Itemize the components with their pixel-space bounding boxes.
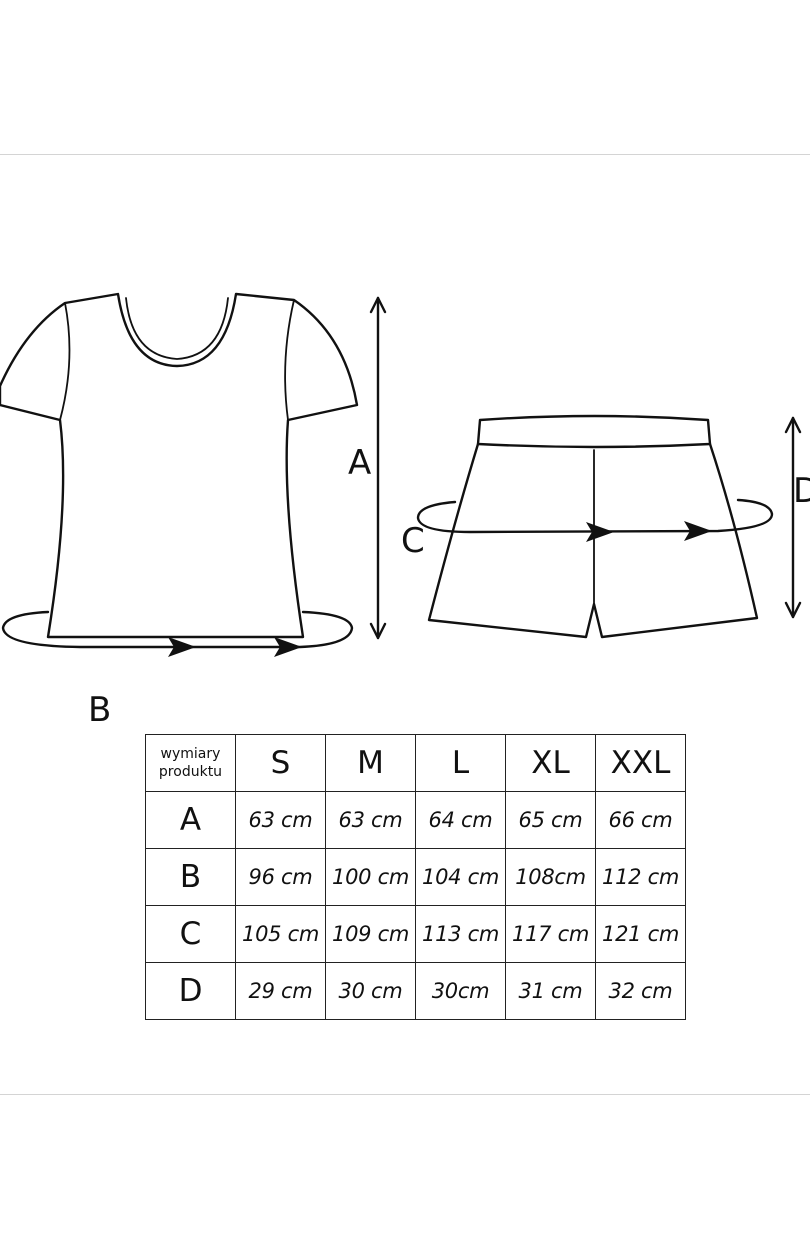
- d-measure-arrow: [784, 416, 802, 619]
- table-cell: 65 cm: [505, 791, 596, 849]
- arrowhead-icon: [684, 521, 712, 541]
- table-row: A 63 cm 63 cm 64 cm 65 cm 66 cm: [145, 791, 686, 849]
- hem-measure-loop: [1, 610, 354, 649]
- table-row: C 105 cm 109 cm 113 cm 117 cm 121 cm: [145, 905, 686, 963]
- corner-line-1: wymiary: [160, 746, 221, 762]
- arrowheads: [168, 521, 712, 657]
- table-cell: 121 cm: [595, 905, 686, 963]
- table-cell: 63 cm: [235, 791, 326, 849]
- table-cell: 63 cm: [325, 791, 416, 849]
- table-cell: 31 cm: [505, 962, 596, 1020]
- top-divider: [0, 154, 810, 155]
- label-a: A: [348, 443, 372, 483]
- table-row: B 96 cm 100 cm 104 cm 108cm 112 cm: [145, 848, 686, 906]
- table-cell: 117 cm: [505, 905, 596, 963]
- tshirt-outline-icon: [0, 292, 359, 639]
- arrowhead-icon: [168, 637, 196, 657]
- table-cell: 108cm: [505, 848, 596, 906]
- size-header: S: [235, 734, 326, 792]
- label-c: C: [401, 521, 425, 561]
- table-cell: 100 cm: [325, 848, 416, 906]
- table-cell: 32 cm: [595, 962, 686, 1020]
- label-b: B: [88, 690, 112, 730]
- table-cell: 104 cm: [415, 848, 506, 906]
- row-label: D: [145, 962, 236, 1020]
- table-cell: 64 cm: [415, 791, 506, 849]
- table-cell: 112 cm: [595, 848, 686, 906]
- table-cell: 109 cm: [325, 905, 416, 963]
- size-header: XL: [505, 734, 596, 792]
- table-row: D 29 cm 30 cm 30cm 31 cm 32 cm: [145, 962, 686, 1020]
- table-cell: 96 cm: [235, 848, 326, 906]
- row-label: B: [145, 848, 236, 906]
- bottom-divider: [0, 1094, 810, 1095]
- size-header: XXL: [595, 734, 686, 792]
- row-label: C: [145, 905, 236, 963]
- label-d: D: [793, 471, 810, 511]
- arrowhead-icon: [274, 637, 302, 657]
- table-cell: 113 cm: [415, 905, 506, 963]
- row-label: A: [145, 791, 236, 849]
- a-measure-arrow: [369, 296, 387, 640]
- size-header: M: [325, 734, 416, 792]
- table-cell: 105 cm: [235, 905, 326, 963]
- table-cell: 29 cm: [235, 962, 326, 1020]
- table-cell: 30cm: [415, 962, 506, 1020]
- waist-measure-loop: [416, 498, 774, 534]
- corner-line-2: produktu: [158, 764, 223, 780]
- table-cell: 66 cm: [595, 791, 686, 849]
- size-chart-table: wymiary produktu S M L XL XXL A 63 cm 63 …: [145, 734, 686, 1020]
- corner-cell: wymiary produktu: [145, 734, 236, 792]
- table-cell: 30 cm: [325, 962, 416, 1020]
- size-header: L: [415, 734, 506, 792]
- table-header-row: wymiary produktu S M L XL XXL: [145, 734, 686, 792]
- garment-diagram: [0, 292, 802, 657]
- arrowhead-icon: [586, 522, 614, 542]
